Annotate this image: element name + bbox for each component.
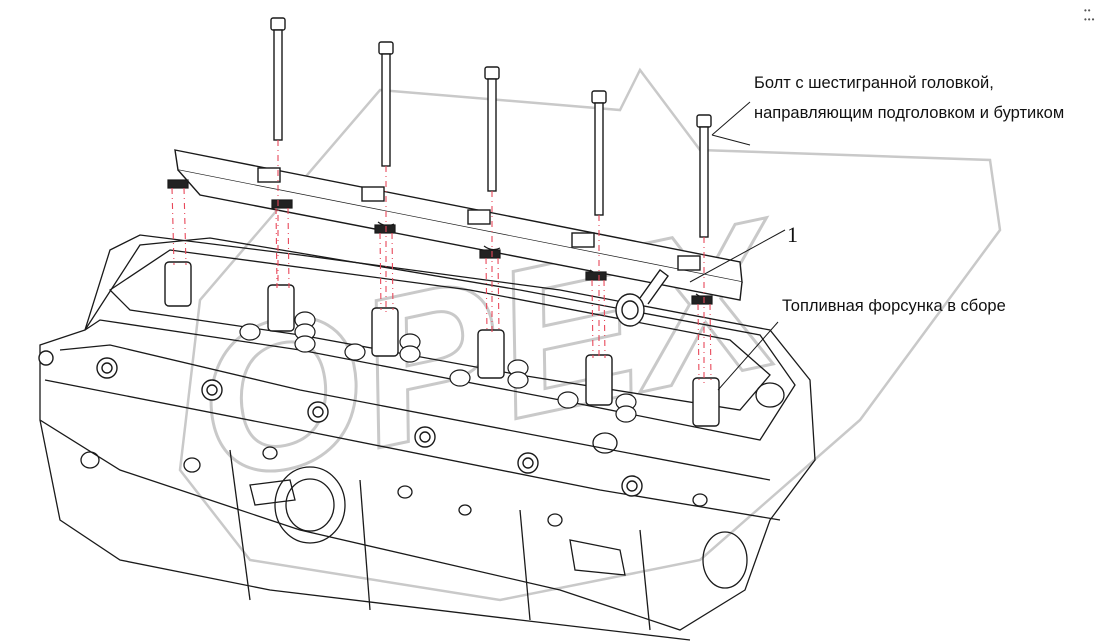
injector-label: Топливная форсунка в сборе: [782, 297, 1006, 315]
leader-lines: [689, 101, 786, 391]
callout-number: 1: [787, 222, 798, 247]
fuel-injectors: [164, 261, 720, 427]
cylinder-head: [39, 234, 816, 641]
wiring-harness-rail: [167, 149, 743, 327]
harness-bolts: [270, 17, 712, 238]
bolt-label-line-2: направляющим подголовком и буртиком: [754, 104, 1065, 122]
alignment-guides: [171, 140, 712, 383]
harness-connector: [615, 269, 669, 327]
corner-mark: •• •••: [1084, 6, 1096, 24]
bolt-label-line-1: Болт с шестигранной головкой,: [754, 74, 994, 92]
head-bolts: [38, 350, 643, 497]
